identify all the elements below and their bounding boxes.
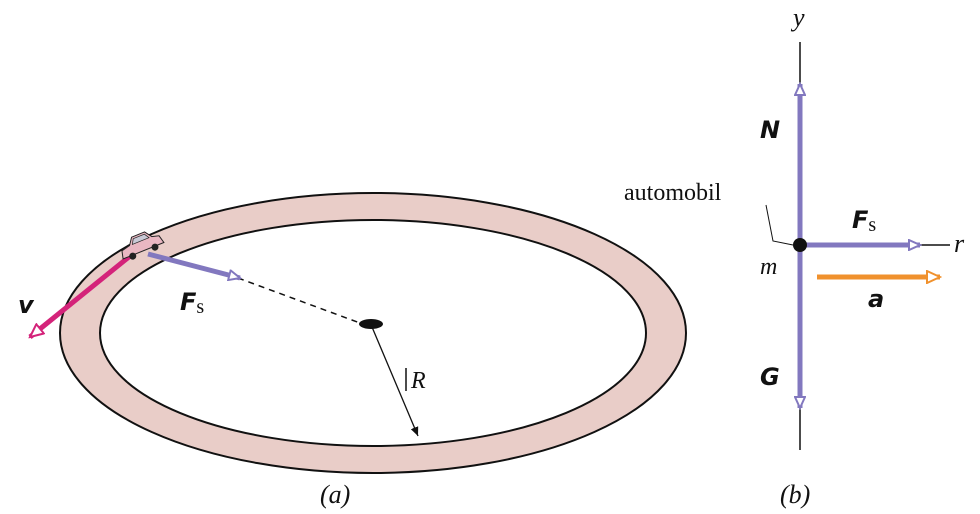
radial-dashed-line	[237, 277, 361, 324]
y-axis-label: y	[790, 3, 805, 32]
panel-a-caption: (a)	[320, 480, 350, 509]
circular-track	[58, 192, 688, 474]
track-center-point	[359, 319, 383, 329]
velocity-label: v	[18, 291, 35, 319]
weight-force-label: G	[760, 363, 780, 391]
panel-a: R v Fs (a)	[18, 192, 688, 509]
automobile-leader-line	[765, 204, 794, 246]
radius-arrow	[371, 326, 419, 437]
panel-b: y r N G Fs a m automobil (b)	[624, 3, 965, 509]
normal-force-label: N	[760, 116, 780, 144]
friction-force-arrow	[147, 251, 240, 278]
mass-point	[793, 238, 807, 252]
r-axis-label: r	[954, 229, 965, 258]
radius-label: R	[410, 368, 426, 394]
friction-force-label: Fs	[180, 288, 204, 318]
automobile-label: automobil	[624, 180, 722, 206]
panel-b-caption: (b)	[780, 480, 810, 509]
velocity-arrow	[30, 250, 137, 339]
car-icon	[121, 231, 165, 260]
friction-force-label-b: Fs	[852, 206, 876, 236]
mass-label: m	[760, 254, 777, 280]
acceleration-label: a	[868, 285, 884, 313]
